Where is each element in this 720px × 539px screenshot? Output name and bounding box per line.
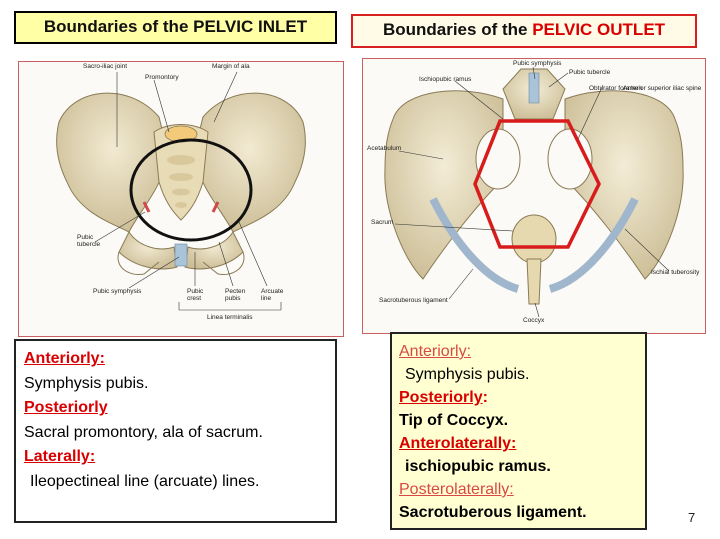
- pelvis-inferior-view: [384, 66, 684, 318]
- label-linea-terminalis: Linea terminalis: [207, 314, 253, 321]
- outlet-anteriorly-heading: Anteriorly:: [399, 343, 472, 360]
- outlet-title: Boundaries of the PELVIC OUTLET: [351, 14, 697, 48]
- label-outlet-pubic-symphysis: Pubic symphysis: [513, 60, 562, 67]
- label-pubic-crest: Pubic crest: [187, 288, 204, 302]
- inlet-anteriorly-heading: Anteriorly:: [24, 350, 105, 367]
- inlet-posteriorly-text: Sacral promontory, ala of sacrum.: [24, 423, 263, 441]
- outlet-title-prefix: Boundaries of the: [382, 20, 533, 39]
- label-acetabulum: Acetabulum: [367, 145, 402, 152]
- inlet-anteriorly-text: Symphysis pubis.: [24, 374, 149, 392]
- pelvic-outlet-figure: Pubic symphysis Pubic tubercle Ischiopub…: [362, 58, 706, 334]
- label-sacrum: Sacrum: [371, 219, 394, 226]
- inlet-title: Boundaries of the PELVIC INLET: [14, 11, 337, 44]
- inlet-laterally-heading: Laterally:: [24, 448, 96, 466]
- inlet-boundaries-box: Anteriorly: Symphysis pubis. Posteriorly…: [14, 339, 337, 523]
- outlet-anterolaterally-text: ischiopubic ramus.: [405, 458, 551, 475]
- pelvic-inlet-figure: Sacro-iliac joint Promontory Margin of a…: [18, 61, 344, 337]
- label-promontory: Promontory: [145, 74, 179, 81]
- inlet-posteriorly-heading: Posteriorly: [24, 399, 108, 417]
- outlet-anterolaterally-heading: Anterolaterally:: [399, 435, 517, 452]
- outlet-posteriorly-colon: :: [482, 389, 488, 406]
- label-outlet-pubic-tubercle: Pubic tubercle: [569, 69, 611, 76]
- outlet-posteriorly-text: Tip of Coccyx.: [399, 412, 509, 429]
- label-ischiopubic-ramus: Ischiopubic ramus: [419, 76, 472, 83]
- outlet-title-highlight: PELVIC OUTLET: [532, 20, 666, 39]
- label-coccyx: Coccyx: [523, 317, 545, 324]
- outlet-posteriorly-heading: Posteriorly: [399, 389, 483, 406]
- outlet-posterolaterally-heading: Posterolaterally:: [399, 481, 514, 498]
- pelvis-superior-view: [56, 71, 306, 311]
- label-arcuate-line: Arcuate line: [261, 288, 284, 302]
- label-obturator-foramen: Obturator foramen: [589, 85, 643, 92]
- outlet-boundaries-box: Anteriorly: Symphysis pubis. Posteriorly…: [390, 332, 647, 530]
- label-asis: Anterior superior iliac spine: [623, 85, 702, 92]
- label-pubic-symphysis: Pubic symphysis: [93, 288, 142, 295]
- inlet-laterally-text: Ileopectineal line (arcuate) lines.: [30, 472, 260, 490]
- label-sacrotuberous-ligament: Sacrotuberous ligament: [379, 297, 448, 304]
- label-ischial-tuberosity: Ischial tuberosity: [651, 269, 700, 276]
- outlet-posteriorly-heading-row: Posteriorly:: [399, 386, 638, 409]
- outlet-anteriorly-text: Symphysis pubis.: [405, 366, 530, 383]
- label-margin-ala: Margin of ala: [212, 63, 250, 70]
- label-pecten-pubis: Pecten pubis: [225, 288, 246, 302]
- label-sacroiliac: Sacro-iliac joint: [83, 63, 128, 70]
- label-pubic-tubercle: Pubic tubercle: [77, 234, 101, 248]
- outlet-posterolaterally-text: Sacrotuberous ligament.: [399, 504, 587, 521]
- page-number: 7: [688, 510, 696, 525]
